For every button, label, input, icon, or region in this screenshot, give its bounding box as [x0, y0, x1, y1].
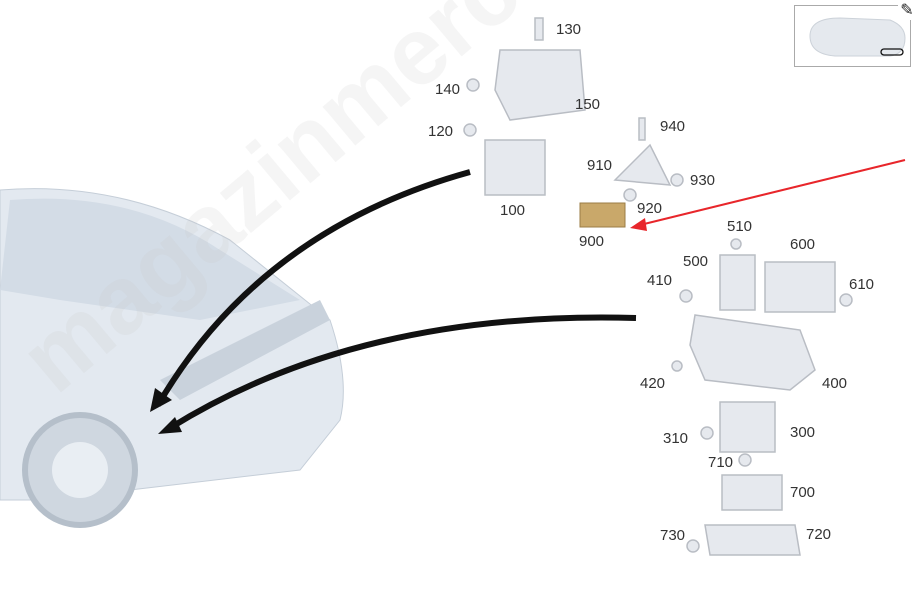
part-700 — [721, 474, 783, 511]
arrow-to-car-1 — [155, 169, 471, 407]
part-930 — [670, 173, 684, 187]
label-940[interactable]: 940 — [660, 118, 686, 135]
part-100 — [484, 139, 546, 196]
label-300[interactable]: 300 — [790, 424, 816, 441]
part-710 — [738, 453, 752, 467]
part-500 — [719, 254, 756, 311]
label-920[interactable]: 920 — [637, 200, 663, 217]
part-610 — [839, 293, 853, 307]
part-130 — [534, 17, 544, 41]
highlight-arrow — [639, 159, 906, 226]
label-610[interactable]: 610 — [849, 276, 875, 293]
label-100[interactable]: 100 — [500, 202, 526, 219]
thumbnail-car-icon — [809, 17, 906, 57]
part-140 — [466, 78, 480, 92]
arrow-to-car-2 — [168, 314, 637, 431]
part-940 — [638, 117, 646, 141]
part-420 — [671, 360, 683, 372]
part-150 — [494, 49, 586, 121]
label-710[interactable]: 710 — [708, 454, 734, 471]
part-910 — [613, 143, 672, 186]
edit-icon[interactable]: ✎ — [898, 2, 916, 20]
label-510[interactable]: 510 — [727, 218, 753, 235]
label-420[interactable]: 420 — [640, 375, 666, 392]
part-600 — [764, 261, 836, 313]
label-910[interactable]: 910 — [587, 157, 613, 174]
label-400[interactable]: 400 — [822, 375, 848, 392]
part-510 — [730, 238, 742, 250]
part-900-highlighted — [579, 202, 626, 228]
label-700[interactable]: 700 — [790, 484, 816, 501]
part-400 — [689, 314, 816, 391]
label-900[interactable]: 900 — [579, 233, 605, 250]
part-730 — [686, 539, 700, 553]
label-120[interactable]: 120 — [428, 123, 454, 140]
car-spoiler — [160, 300, 330, 400]
label-720[interactable]: 720 — [806, 526, 832, 543]
part-120 — [463, 123, 477, 137]
label-410[interactable]: 410 — [647, 272, 673, 289]
part-720 — [704, 524, 801, 556]
label-140[interactable]: 140 — [435, 81, 461, 98]
label-500[interactable]: 500 — [683, 253, 709, 270]
label-930[interactable]: 930 — [690, 172, 716, 189]
part-300 — [719, 401, 776, 453]
part-920 — [623, 188, 637, 202]
label-310[interactable]: 310 — [663, 430, 689, 447]
overview-thumbnail[interactable] — [794, 5, 911, 67]
part-310 — [700, 426, 714, 440]
label-130[interactable]: 130 — [556, 21, 582, 38]
label-600[interactable]: 600 — [790, 236, 816, 253]
label-150[interactable]: 150 — [575, 96, 601, 113]
car-window — [0, 198, 300, 320]
part-410 — [679, 289, 693, 303]
label-730[interactable]: 730 — [660, 527, 686, 544]
